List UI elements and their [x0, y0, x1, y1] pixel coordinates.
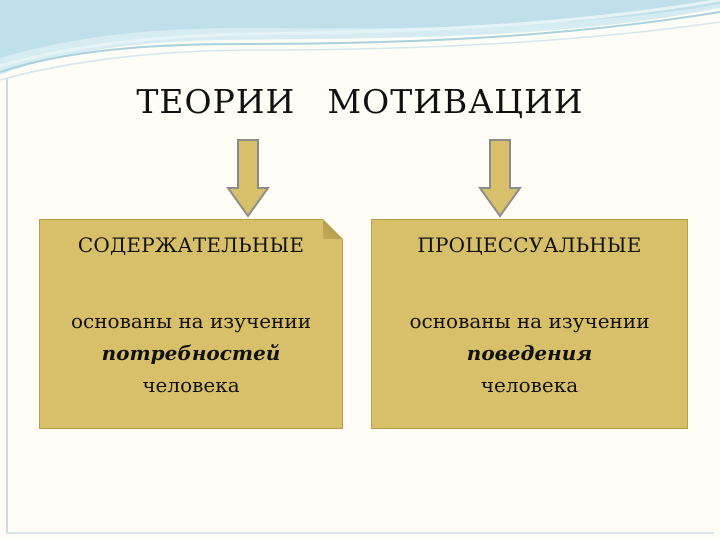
- description-line: основаны на изучении: [70, 309, 312, 333]
- title-word-1: ТЕОРИИ: [136, 82, 296, 121]
- folded-corner-cut: [323, 219, 343, 239]
- frame-bottom-line: [6, 532, 714, 534]
- box-description: основаны на изучении поведения человека: [371, 305, 688, 401]
- down-arrow-icon: [226, 139, 270, 218]
- header-wave-decoration: [0, 0, 720, 81]
- description-emphasis: поведения: [466, 341, 593, 365]
- box-description: основаны на изучении потребностей челове…: [39, 305, 343, 401]
- content-theories-box: СОДЕРЖАТЕЛЬНЫЕ основаны на изучении потр…: [39, 219, 343, 429]
- description-line: человека: [480, 373, 579, 397]
- box-heading: ПРОЦЕССУАЛЬНЫЕ: [417, 233, 642, 257]
- description-line: основаны на изучении: [409, 309, 650, 333]
- box-heading: СОДЕРЖАТЕЛЬНЫЕ: [77, 233, 305, 257]
- slide-title: ТЕОРИИ МОТИВАЦИИ: [0, 82, 720, 121]
- description-line: человека: [142, 373, 240, 397]
- description-emphasis: потребностей: [101, 341, 281, 365]
- title-word-2: МОТИВАЦИИ: [327, 82, 584, 121]
- process-theories-box: ПРОЦЕССУАЛЬНЫЕ основаны на изучении пове…: [371, 219, 688, 429]
- frame-left-line: [6, 78, 8, 534]
- down-arrow-icon: [478, 139, 522, 218]
